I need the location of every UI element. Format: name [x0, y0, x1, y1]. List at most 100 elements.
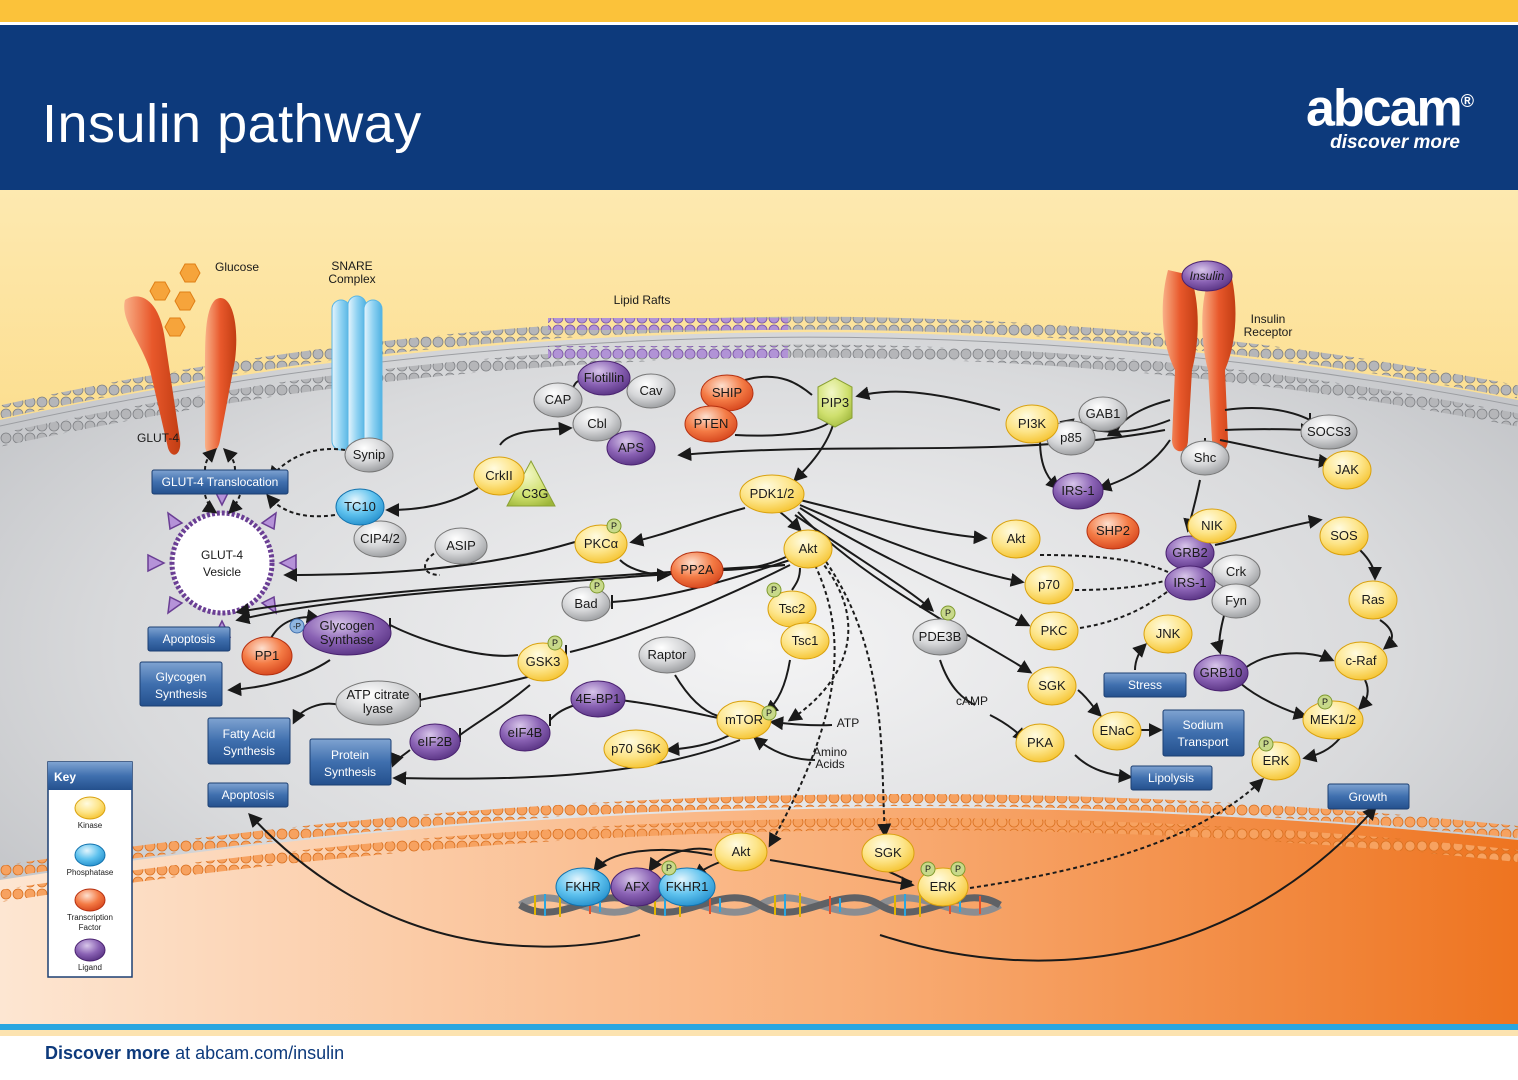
node-pdk12 [739, 474, 805, 514]
node-pp1 [241, 636, 293, 676]
dephospho-text-gs: -P [293, 622, 301, 631]
brand-logo[interactable]: abcam® discover more [1305, 75, 1474, 154]
box-apoptosis-1 [147, 626, 231, 652]
text-mek12: MEK1/2 [1310, 712, 1356, 727]
node-jak [1322, 450, 1372, 490]
node-shc [1180, 440, 1230, 476]
text-tsc1: Tsc1 [792, 633, 819, 648]
brand-wordmark: abcam [1305, 79, 1463, 138]
phospho-badge-mtor [761, 705, 777, 721]
footer-lead: Discover more [45, 1043, 171, 1063]
text-sodium-2: Transport [1178, 735, 1230, 749]
text-growth: Growth [1349, 790, 1388, 804]
node-flotillin [577, 360, 631, 396]
text-cap: CAP [545, 392, 572, 407]
outcome-boxes: GLUT-4 Translocation Apoptosis Glycogen … [139, 469, 1410, 810]
brand-name: abcam® [1305, 75, 1474, 138]
text-glycogen-synthesis-1: Glycogen [156, 670, 207, 684]
node-gsk3 [517, 642, 569, 682]
footer-link[interactable]: Discover more at abcam.com/insulin [45, 1043, 344, 1064]
text-cip42: CIP4/2 [360, 531, 400, 546]
node-p70 [1024, 565, 1074, 605]
phospho-text-bad: P [594, 581, 600, 591]
node-cbl [572, 406, 622, 442]
node-cip42 [353, 520, 407, 558]
label-snare-2: Complex [328, 272, 375, 286]
node-bad [561, 586, 611, 622]
text-raptor: Raptor [647, 647, 687, 662]
node-p70s6k [603, 729, 669, 769]
phospho-badge-tsc2 [766, 582, 782, 598]
key-legend: Key Kinase Phosphatase Transcription Fac… [47, 761, 133, 978]
node-sgk-mid [1027, 666, 1077, 706]
text-pi3k: PI3K [1018, 416, 1047, 431]
text-grb2: GRB2 [1172, 545, 1207, 560]
node-cav [626, 373, 676, 409]
text-pp2a: PP2A [680, 562, 714, 577]
node-pde3b [912, 618, 968, 656]
node-irs1-mid [1164, 565, 1216, 601]
text-protein-synthesis-2: Synthesis [324, 765, 376, 779]
box-glut4-translocation [151, 469, 289, 495]
insulin-label: Insulin [1190, 269, 1225, 283]
text-irs1-mid: IRS-1 [1173, 575, 1206, 590]
box-glycogen-synthesis [139, 661, 223, 707]
text-aps: APS [618, 440, 644, 455]
phospho-text-erk-nuc-2: P [955, 864, 961, 874]
node-akt-nucleus [714, 832, 768, 872]
snare-complex [331, 295, 383, 455]
text-pp1: PP1 [255, 648, 280, 663]
text-gab1: GAB1 [1086, 406, 1121, 421]
text-apoptosis-2: Apoptosis [222, 788, 275, 802]
phospho-badge-pde3b [940, 605, 956, 621]
text-stress: Stress [1128, 678, 1162, 692]
text-pdk12: PDK1/2 [750, 486, 795, 501]
phospho-text-pde3b: P [945, 608, 951, 618]
text-mtor: mTOR [725, 712, 763, 727]
node-jnk [1143, 614, 1193, 654]
text-flotillin: Flotillin [584, 370, 624, 385]
text-pten: PTEN [694, 416, 729, 431]
node-tsc1 [780, 622, 830, 660]
brand-tagline: discover more [1330, 132, 1460, 154]
text-shp2: SHP2 [1096, 523, 1130, 538]
label-insulin-receptor-1: Insulin [1251, 312, 1286, 326]
node-sos [1319, 516, 1369, 556]
text-nik: NIK [1201, 518, 1223, 533]
text-sodium-1: Sodium [1183, 718, 1224, 732]
box-sodium-transport [1162, 709, 1245, 757]
footer-url: at abcam.com/insulin [170, 1043, 345, 1063]
phospho-text-tsc2: P [771, 585, 777, 595]
text-fkhr: FKHR [565, 879, 600, 894]
box-lipolysis [1130, 765, 1213, 791]
label-atp: ATP [837, 716, 859, 730]
dephospho-badge-gs [289, 618, 305, 634]
text-p85: p85 [1060, 430, 1082, 445]
phospho-text-gsk3: P [552, 638, 558, 648]
text-glycogen-synthase-2: Synthase [320, 632, 374, 647]
text-fatty-acid-2: Synthesis [223, 744, 275, 758]
text-akt-right: Akt [1007, 531, 1026, 546]
label-vesicle-2: Vesicle [203, 565, 241, 579]
key-kinase-swatch [74, 796, 106, 820]
phospho-text-mek: P [1322, 697, 1328, 707]
text-synip: Synip [353, 447, 386, 462]
text-sos: SOS [1330, 528, 1358, 543]
node-socs3 [1300, 414, 1358, 450]
node-akt-right [991, 519, 1041, 559]
node-pkca [574, 524, 628, 564]
node-pp2a [670, 551, 724, 589]
node-fkhr [555, 867, 611, 907]
text-jnk: JNK [1156, 626, 1181, 641]
text-erk-cyto: ERK [1263, 753, 1290, 768]
text-glycogen-synthase-1: Glycogen [320, 618, 375, 633]
insulin-receptor [1162, 270, 1236, 452]
node-pkc [1029, 611, 1079, 651]
phospho-badges: P P P P P P P P P P P [289, 518, 1333, 877]
node-fkhr1 [658, 867, 716, 907]
text-eif2b: eIF2B [418, 734, 453, 749]
node-fyn [1211, 583, 1261, 619]
phospho-badge-bad [589, 578, 605, 594]
phospho-badge-mek [1317, 694, 1333, 710]
text-akt-nucleus: Akt [732, 844, 751, 859]
